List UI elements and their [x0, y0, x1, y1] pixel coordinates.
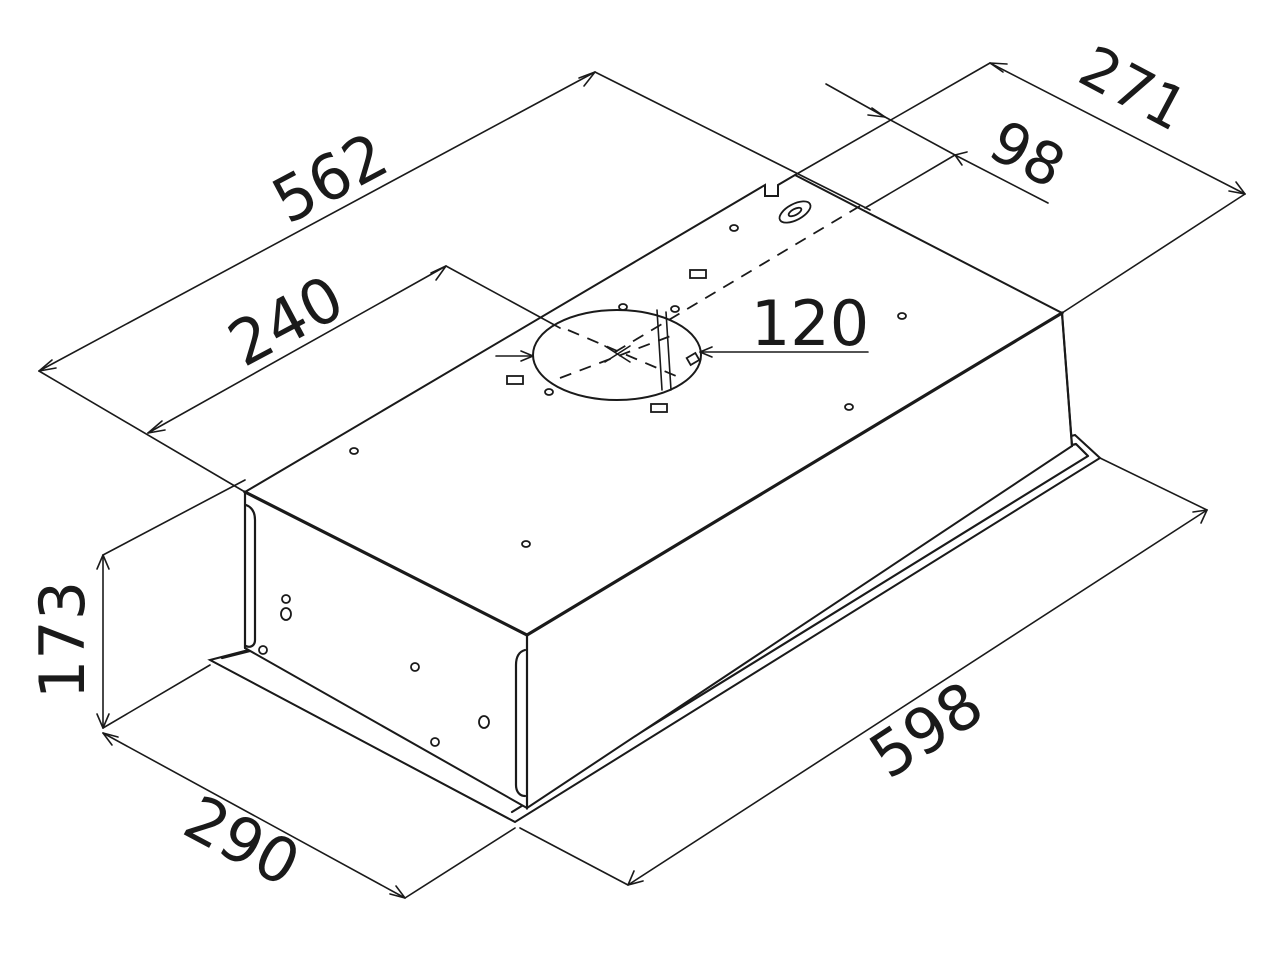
dimension-271 [794, 62, 1246, 314]
duct-opening [532, 309, 702, 401]
label-290: 290 [173, 781, 312, 901]
top-face-holes [349, 224, 907, 548]
label-120: 120 [751, 287, 869, 360]
mounting-slot [778, 200, 812, 224]
side-face-holes [258, 594, 490, 747]
label-271: 271 [1069, 32, 1199, 144]
dimension-120 [495, 346, 869, 362]
dimension-290 [102, 732, 516, 899]
label-173: 173 [26, 581, 99, 699]
dimension-98 [825, 83, 1049, 209]
label-562: 562 [261, 118, 400, 238]
label-240: 240 [217, 261, 356, 381]
label-98: 98 [979, 107, 1076, 202]
label-598: 598 [857, 667, 996, 793]
side-lips [244, 503, 527, 798]
duct-centerline [614, 205, 861, 353]
dimension-173 [96, 479, 246, 729]
body-edges [243, 311, 1074, 810]
dimension-598 [519, 457, 1208, 886]
dimension-562 [38, 71, 871, 493]
dimension-240 [147, 265, 561, 434]
